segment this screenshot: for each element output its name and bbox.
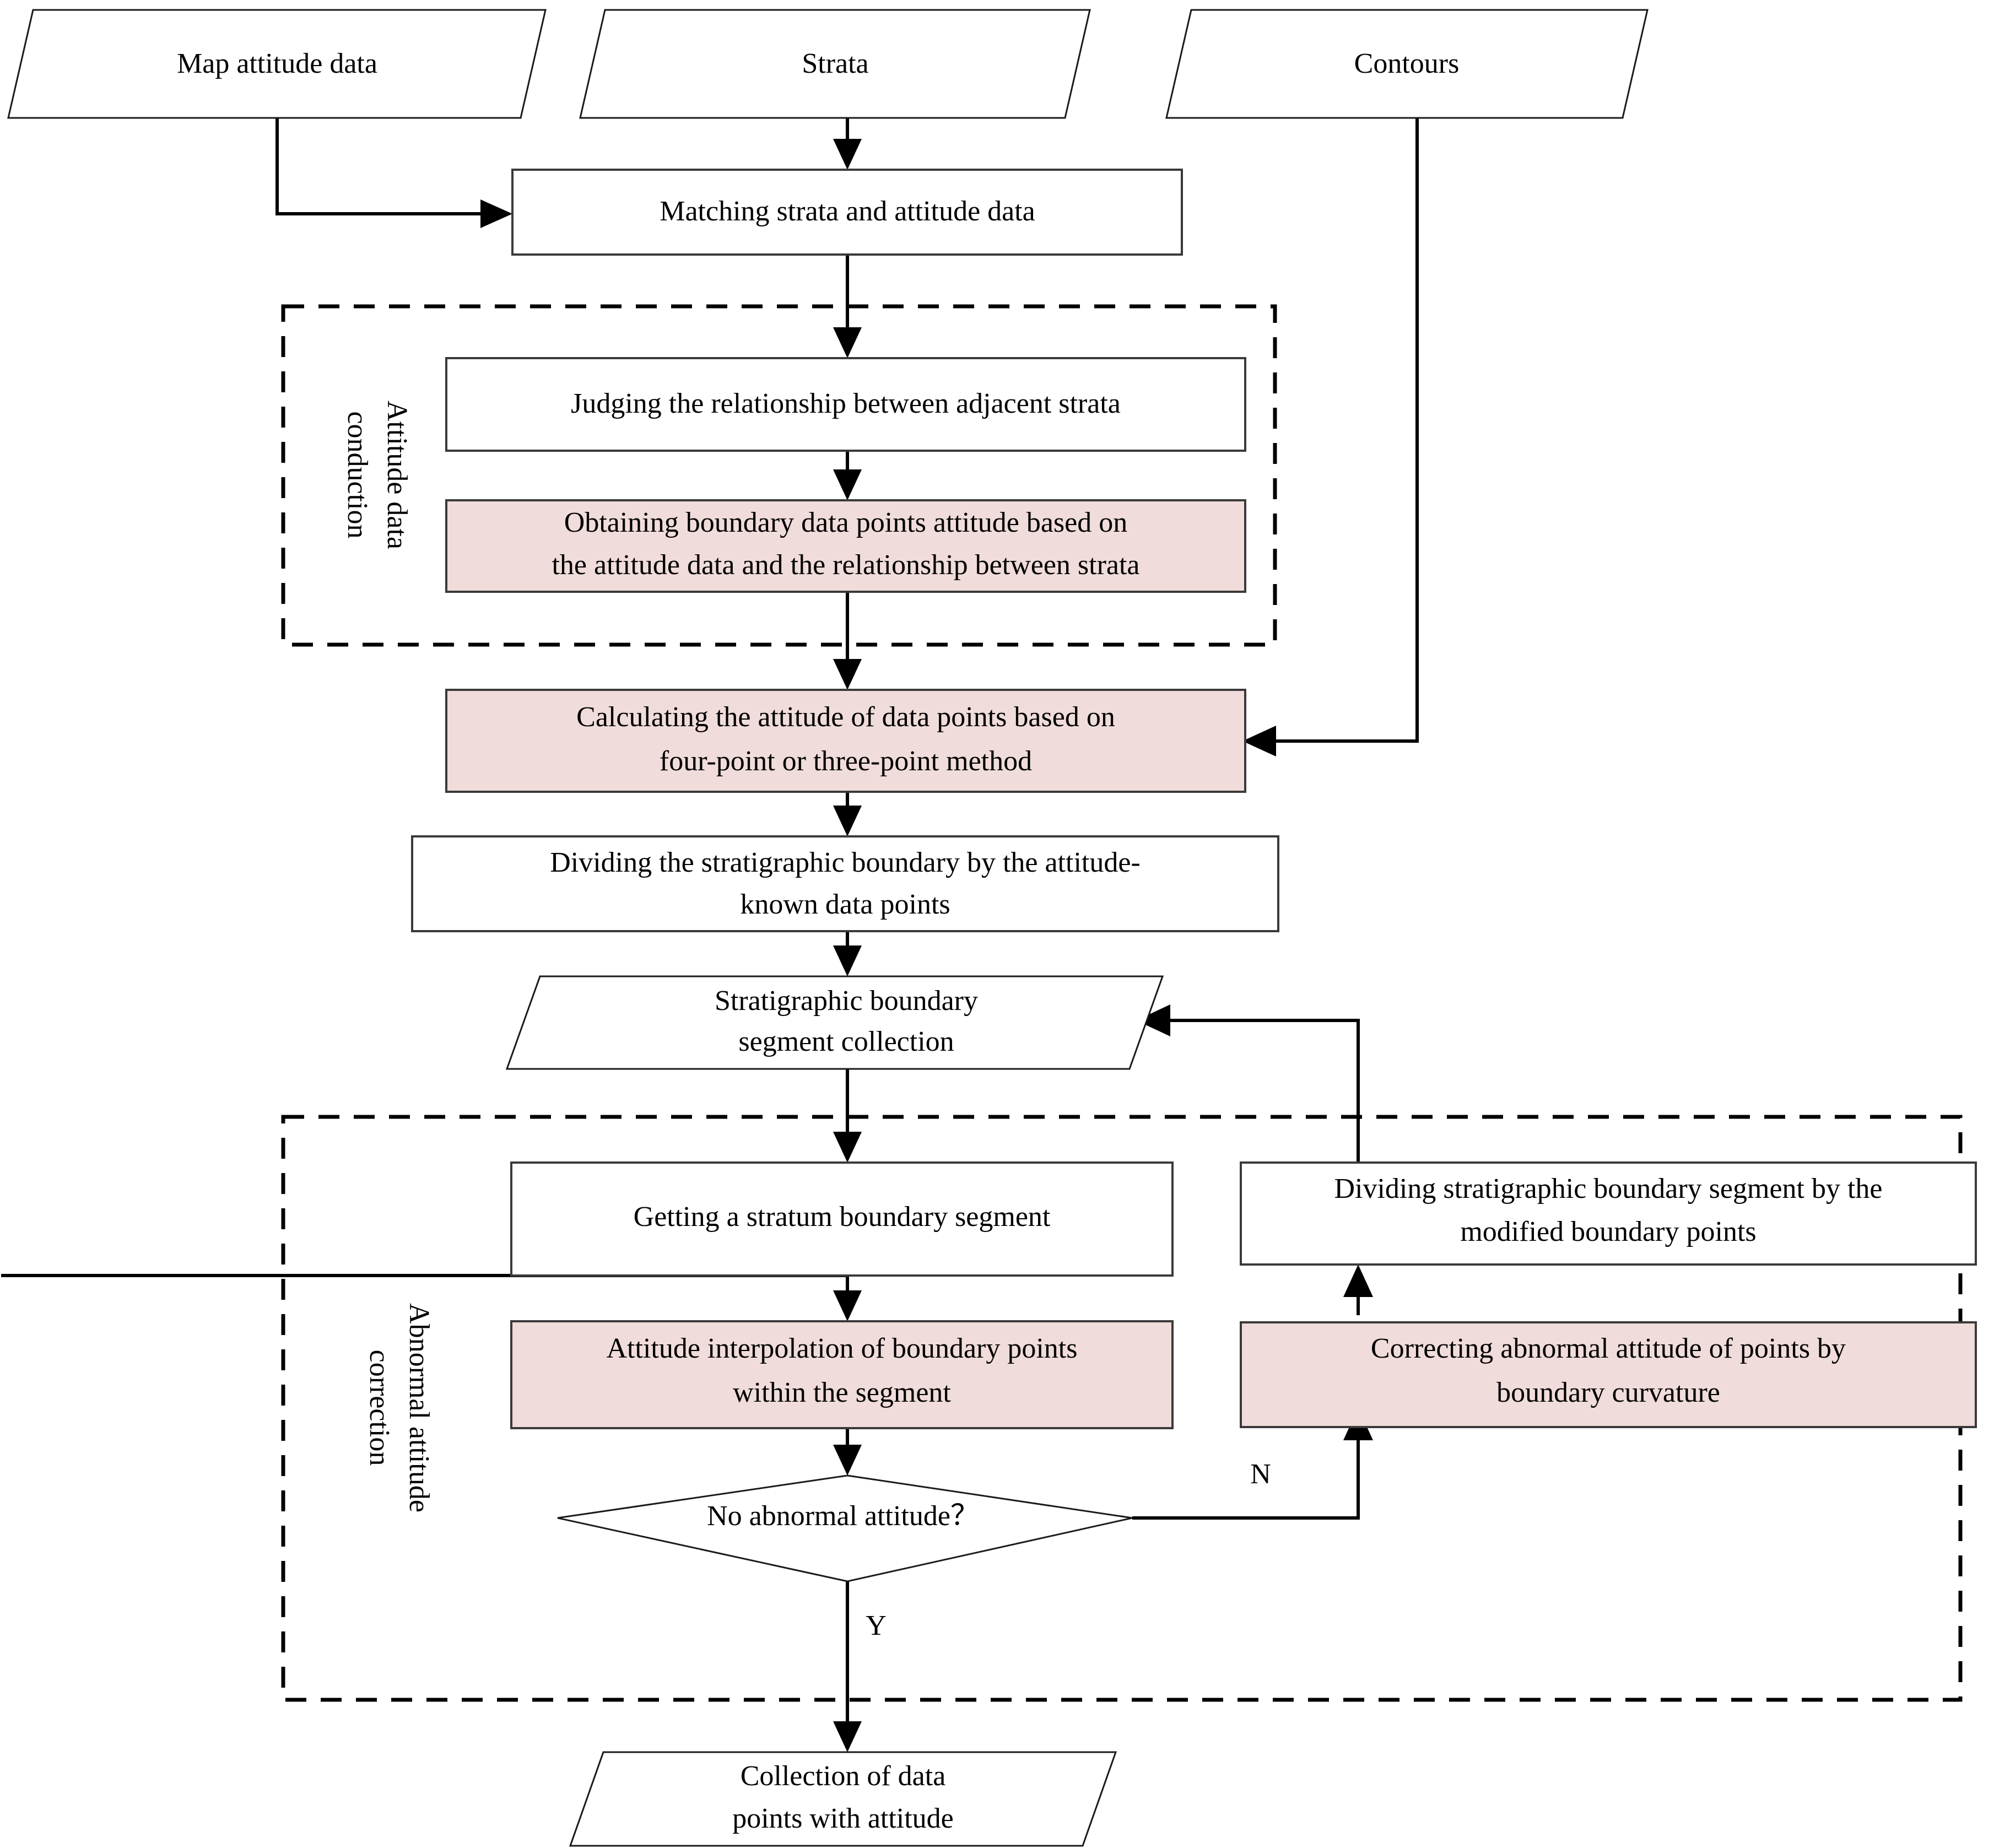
arrowhead-correcting-to-dividing-segment [1343, 1265, 1373, 1297]
node-getting-stratum-segment-label: Getting a stratum boundary segment [634, 1201, 1051, 1233]
arrowhead-interpolation-to-decision [833, 1445, 862, 1476]
node-correcting-abnormal-attitude[interactable] [1240, 1321, 1977, 1428]
connector-decision-no-to-correcting [1132, 1433, 1360, 1520]
connector-map-to-matching [275, 118, 490, 215]
connector-contours-to-calculating [1267, 118, 1419, 743]
group-attitude-data-conduction [281, 304, 1277, 647]
arrowhead-dividing-segment-to-collection [1136, 1004, 1170, 1036]
node-strata-label: Strata [802, 48, 868, 79]
node-judging-relationship-label: Judging the relationship between adjacen… [571, 388, 1121, 419]
arrowhead-obtaining-to-calculating [833, 659, 862, 690]
node-matching-strata[interactable] [511, 169, 1183, 256]
arrowhead-map-to-matching [480, 199, 512, 228]
node-judging-relationship[interactable] [445, 357, 1246, 452]
node-segment-collection-line1: Stratigraphic boundary [715, 985, 978, 1017]
node-getting-stratum-segment[interactable] [510, 1161, 1174, 1277]
node-contours-label: Contours [1354, 48, 1460, 79]
node-attitude-interpolation[interactable] [510, 1320, 1174, 1429]
connector-dividing-segment-to-collection [1163, 1019, 1360, 1163]
node-dividing-segment-modified-line2: modified boundary points [1460, 1216, 1756, 1247]
group-label-abnormal-attitude-correction-line2: correction [364, 1350, 395, 1466]
node-segment-collection-line2: segment collection [738, 1026, 954, 1057]
node-dividing-segment-modified-line1: Dividing stratigraphic boundary segment … [1334, 1173, 1882, 1204]
node-calculating-attitude[interactable] [445, 689, 1246, 793]
branch-label-no: N [1250, 1458, 1271, 1490]
node-dividing-segment-modified[interactable] [1240, 1161, 1977, 1266]
arrowhead-judging-to-obtaining [833, 469, 862, 500]
group-label-abnormal-attitude-correction: Abnormal attitude correction [364, 1303, 435, 1512]
group-label-attitude-data-conduction: Attitude data conduction [342, 401, 413, 549]
branch-label-yes: Y [866, 1610, 887, 1641]
node-attitude-interpolation-line2: within the segment [733, 1377, 951, 1408]
group-label-attitude-data-conduction-line1: Attitude data [381, 401, 413, 549]
node-correcting-abnormal-attitude-line1: Correcting abnormal attitude of points b… [1371, 1333, 1846, 1364]
arrowhead-matching-to-judging [833, 327, 862, 358]
node-output-collection-line2: points with attitude [732, 1803, 954, 1834]
arrowhead-getting-to-interpolation [833, 1290, 862, 1321]
node-strata[interactable] [579, 9, 1091, 119]
node-correcting-abnormal-attitude-line2: boundary curvature [1496, 1377, 1720, 1408]
node-obtaining-boundary-attitude[interactable] [445, 499, 1246, 593]
node-map-attitude-data-label: Map attitude data [177, 48, 377, 79]
node-output-collection-line1: Collection of data [741, 1760, 946, 1792]
node-obtaining-boundary-attitude-line1: Obtaining boundary data points attitude … [564, 507, 1127, 538]
node-dividing-stratigraphic-boundary-line2: known data points [740, 889, 950, 920]
connector-getting-to-interpolation [1, 1274, 849, 1298]
arrowhead-strata-to-matching [833, 139, 862, 170]
arrowhead-decision-yes-to-output [833, 1721, 862, 1752]
node-decision-no-abnormal-attitude-label: No abnormal attitude？ [707, 1500, 979, 1532]
arrowhead-collection-to-getting [833, 1132, 862, 1163]
arrowhead-contours-to-calculating [1242, 726, 1276, 757]
node-matching-strata-label: Matching strata and attitude data [660, 196, 1035, 227]
node-calculating-attitude-line2: four-point or three-point method [660, 745, 1032, 777]
node-obtaining-boundary-attitude-line2: the attitude data and the relationship b… [552, 549, 1139, 581]
node-output-collection[interactable] [569, 1751, 1117, 1847]
node-dividing-stratigraphic-boundary[interactable] [411, 835, 1279, 932]
group-label-abnormal-attitude-correction-line1: Abnormal attitude [403, 1303, 435, 1512]
arrowhead-calculating-to-dividing [833, 806, 862, 836]
node-attitude-interpolation-line1: Attitude interpolation of boundary point… [607, 1333, 1078, 1364]
arrowhead-dividing-to-collection [833, 945, 862, 976]
group-label-attitude-data-conduction-line2: conduction [342, 411, 373, 538]
node-segment-collection[interactable] [505, 975, 1164, 1070]
node-calculating-attitude-line1: Calculating the attitude of data points … [576, 701, 1115, 733]
node-decision-no-abnormal-attitude[interactable] [557, 1474, 1133, 1582]
node-map-attitude-data[interactable] [7, 9, 547, 119]
node-contours[interactable] [1165, 9, 1649, 119]
node-dividing-stratigraphic-boundary-line1: Dividing the stratigraphic boundary by t… [550, 847, 1141, 878]
